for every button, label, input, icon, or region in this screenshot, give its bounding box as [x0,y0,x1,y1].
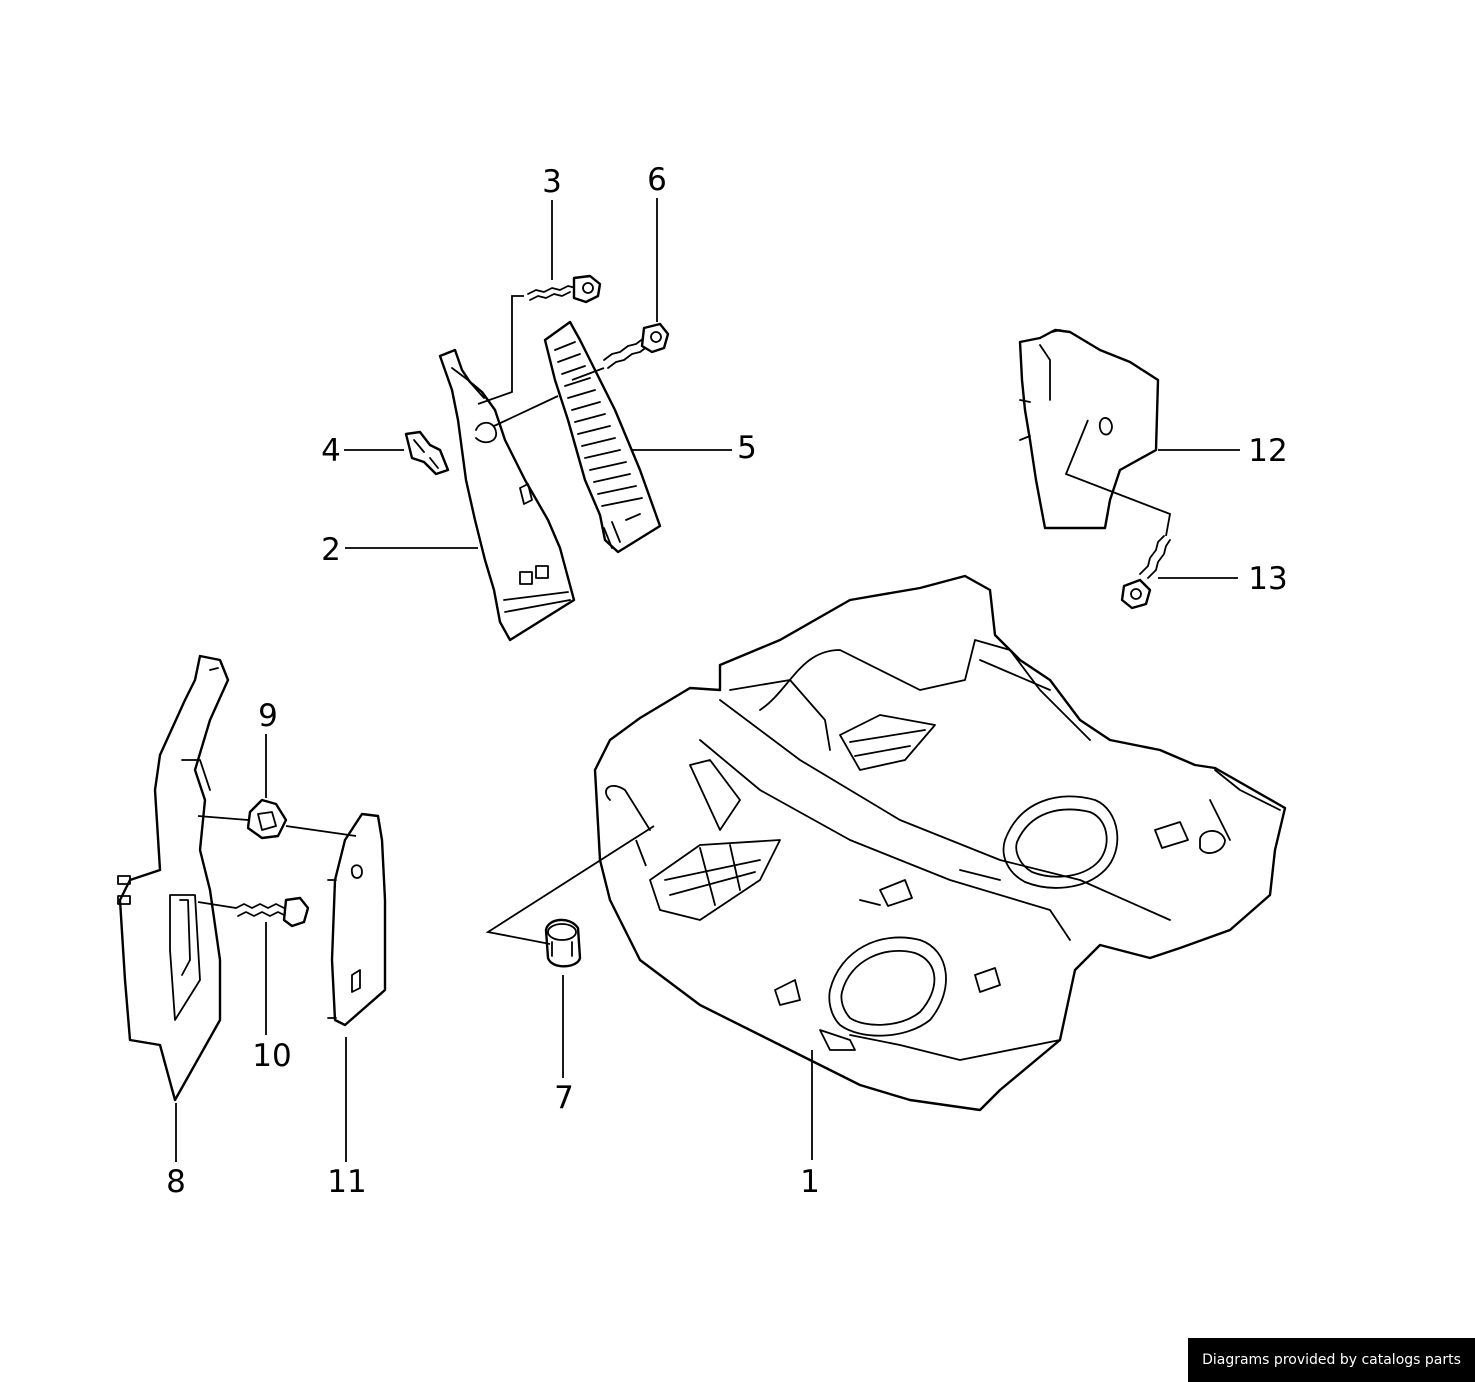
ribbed-strip-part-5 [543,320,662,554]
callout-10: 10 [252,1038,291,1074]
guide-screw-10 [197,901,237,909]
side-trim-part-8 [117,654,230,1102]
callout-6: 6 [647,162,667,198]
callout-3: 3 [542,164,562,200]
credit-badge: Diagrams provided by catalogs parts [1188,1338,1475,1382]
callout-12: 12 [1248,433,1287,469]
screw-part-10 [235,896,310,928]
guide-screw-6 [571,367,605,381]
screw-part-3 [527,274,602,304]
callout-8: 8 [166,1164,186,1200]
callout-labels: 1 2 3 4 5 6 7 8 9 10 11 12 13 [166,162,1288,1200]
callout-13: 13 [1248,561,1287,597]
callout-2: 2 [321,532,341,568]
callout-11: 11 [327,1164,366,1200]
guide-screw-3 [477,295,524,405]
guide-grommet-7 [485,825,655,945]
trim-panel-part-2 [438,348,576,642]
leader-lines [175,198,1240,1162]
callout-5: 5 [737,430,757,466]
callout-4: 4 [321,433,341,469]
screw-part-6 [603,322,670,369]
floor-carpet-part-1 [593,574,1287,1112]
guide-part-12 [1064,419,1172,537]
callout-1: 1 [800,1164,820,1200]
side-panel-part-12 [1018,328,1160,530]
grommet-part-7 [544,918,582,968]
guide-strip-to-panel [493,395,559,427]
guide-clip-9 [197,815,357,837]
small-panel-part-11 [327,812,387,1027]
clip-nut-part-9 [246,798,288,840]
callout-7: 7 [554,1080,574,1116]
clip-part-4 [404,430,450,476]
screw-part-13 [1120,535,1171,610]
callout-9: 9 [258,698,278,734]
